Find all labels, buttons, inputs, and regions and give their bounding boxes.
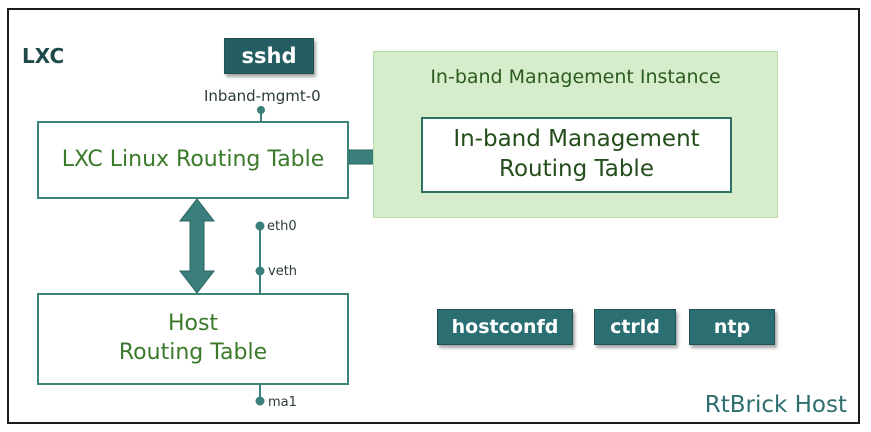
lxc-label: LXC xyxy=(22,44,65,68)
hostconfd-label: hostconfd xyxy=(451,316,559,338)
ctrld-label: ctrld xyxy=(610,316,660,338)
veth-port-dot xyxy=(255,266,265,276)
mgmt-table-line-1: In-band Management xyxy=(453,126,700,153)
lxc-table-line: LXC Linux Routing Table xyxy=(61,146,325,172)
panel-title: In-band Management Instance xyxy=(430,66,721,88)
mgmt-table-line-2: Routing Table xyxy=(499,156,654,182)
hostconfd-service-box: hostconfd xyxy=(437,309,573,345)
ctrld-service-box: ctrld xyxy=(594,309,676,345)
ntp-label: ntp xyxy=(713,316,751,338)
host-table-line-2: Routing Table xyxy=(118,340,268,365)
ma1-port-dot xyxy=(255,396,265,406)
lxc-linux-routing-table: LXC Linux Routing Table xyxy=(37,121,349,199)
eth0-port-dot xyxy=(255,221,265,231)
sshd-service-box: sshd xyxy=(224,38,314,74)
inband-port-label: Inband-mgmt-0 xyxy=(204,87,321,105)
sshd-label: sshd xyxy=(241,44,297,68)
bidirectional-arrow xyxy=(178,198,216,294)
ntp-service-box: ntp xyxy=(689,309,775,345)
inband-management-routing-table: In-band Management Routing Table xyxy=(421,117,732,193)
eth0-port-label: eth0 xyxy=(267,219,297,234)
rtbrick-host-label: RtBrick Host xyxy=(704,392,847,418)
ma1-port-label: ma1 xyxy=(268,395,297,410)
veth-port-label: veth xyxy=(268,264,298,279)
host-table-line-1: Host xyxy=(167,311,219,337)
inband-port-dot xyxy=(257,106,265,114)
host-routing-table: Host Routing Table xyxy=(37,293,349,385)
